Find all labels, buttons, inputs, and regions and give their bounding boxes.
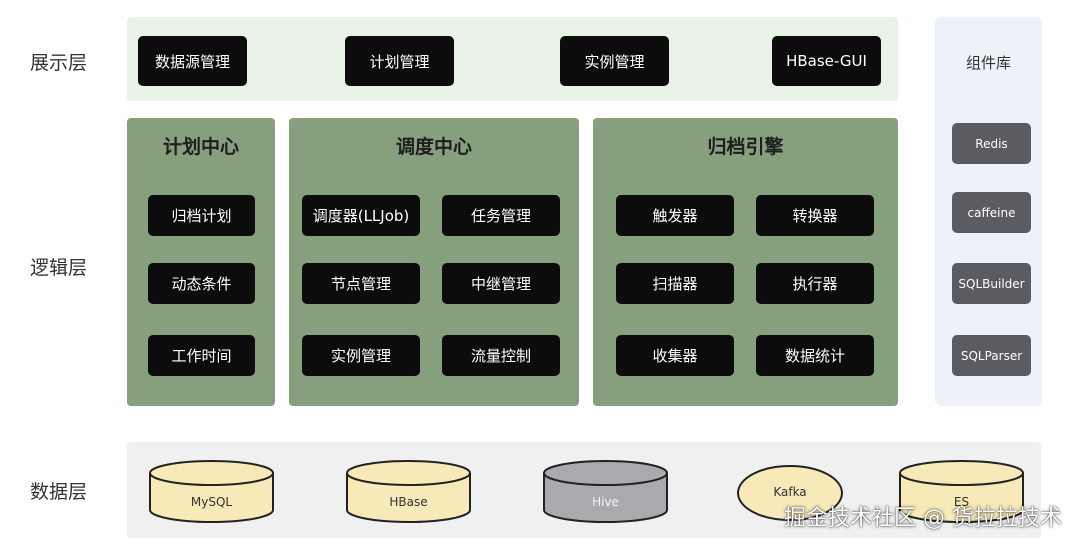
instance-management-box: 实例管理 xyxy=(560,36,669,86)
flow-control-box: 流量控制 xyxy=(442,335,560,376)
scanner-box: 扫描器 xyxy=(616,263,734,304)
archive-plan-box: 归档计划 xyxy=(148,195,255,236)
hive-cylinder: Hive xyxy=(542,459,669,524)
mysql-cylinder: MySQL xyxy=(148,459,275,524)
kafka-queue-icon xyxy=(737,465,843,521)
es-label: ES xyxy=(953,495,970,509)
plan-center-title: 计划中心 xyxy=(162,136,239,158)
presentation-layer-band xyxy=(127,17,898,101)
task-management-box: 任务管理 xyxy=(442,195,560,236)
archive-engine-title: 归档引擎 xyxy=(707,136,784,158)
hive-label: Hive xyxy=(592,495,619,509)
layer-label-logic: 逻辑层 xyxy=(30,257,88,279)
layer-label-presentation: 展示层 xyxy=(30,52,88,74)
plan-management-box: 计划管理 xyxy=(345,36,454,86)
sqlparser-box: SQLParser xyxy=(952,335,1031,376)
node-management-box: 节点管理 xyxy=(302,263,420,304)
converter-box: 转换器 xyxy=(756,195,874,236)
trigger-box: 触发器 xyxy=(616,195,734,236)
dispatch-center-title: 调度中心 xyxy=(395,136,472,158)
scheduler-box: 调度器(LLJob) xyxy=(302,195,420,236)
es-cylinder: ES xyxy=(898,459,1025,524)
instance-management-logic-box: 实例管理 xyxy=(302,335,420,376)
working-time-box: 工作时间 xyxy=(148,335,255,376)
kafka-ellipse: Kafka xyxy=(736,464,844,522)
dynamic-condition-box: 动态条件 xyxy=(148,263,255,304)
data-statistics-box: 数据统计 xyxy=(756,335,874,376)
hbase-label: HBase xyxy=(389,495,428,509)
component-library-title: 组件库 xyxy=(965,54,1011,72)
sqlbuilder-box: SQLBuilder xyxy=(952,263,1031,304)
hive-database-icon xyxy=(543,460,668,523)
redis-box: Redis xyxy=(952,123,1031,164)
hbase-cylinder: HBase xyxy=(345,459,472,524)
hbase-database-icon xyxy=(346,460,471,523)
watermark-text: 掘金技术社区 @ 货拉拉技术 xyxy=(784,506,1062,531)
relay-management-box: 中继管理 xyxy=(442,263,560,304)
executor-box: 执行器 xyxy=(756,263,874,304)
hbase-gui-box: HBase-GUI xyxy=(772,36,881,86)
datasource-management-box: 数据源管理 xyxy=(138,36,247,86)
es-database-icon xyxy=(899,460,1024,523)
collector-box: 收集器 xyxy=(616,335,734,376)
mysql-database-icon xyxy=(149,460,274,523)
mysql-label: MySQL xyxy=(190,495,233,509)
layer-label-data: 数据层 xyxy=(30,481,88,503)
kafka-label: Kafka xyxy=(773,485,807,499)
caffeine-box: caffeine xyxy=(952,192,1031,233)
